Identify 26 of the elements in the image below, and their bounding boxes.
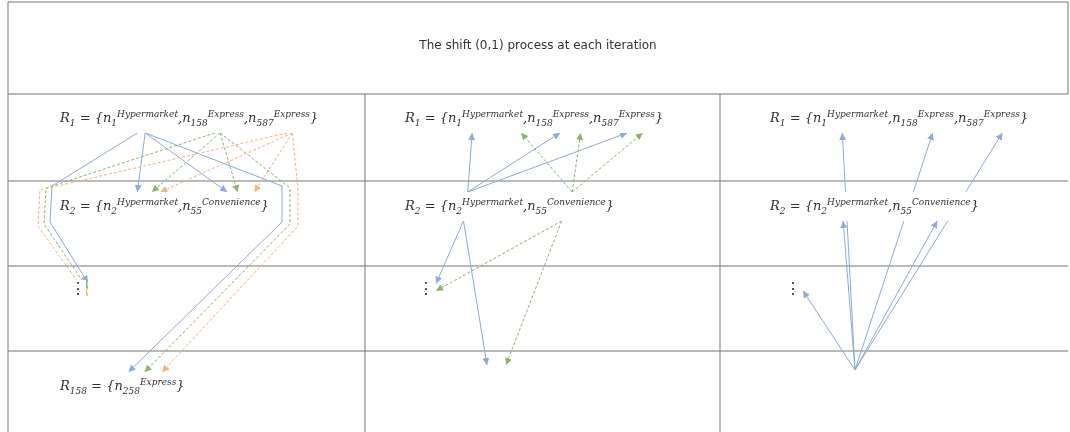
arrow <box>467 132 628 193</box>
arrow <box>802 290 856 371</box>
arrow <box>219 132 239 193</box>
set-formula: R$_{2}$ = {n$_{2}$$^{Hypermarket}$,n$_{55}$$^{Convenience}$} <box>405 192 614 221</box>
arrow <box>840 220 856 371</box>
arrow <box>43 132 216 290</box>
arrow <box>49 132 138 284</box>
title-text: The shift (0,1) process at each iteration <box>418 38 658 52</box>
arrow <box>161 132 299 373</box>
arrow <box>134 132 146 193</box>
arrow <box>253 132 293 193</box>
set-formula: R$_{2}$ = {n$_{2}$$^{Hypermarket}$,n$_{55}$$^{Convenience}$} <box>770 192 979 221</box>
arrow <box>505 220 563 366</box>
arrow <box>467 132 476 193</box>
arrow <box>463 220 490 366</box>
arrow <box>571 132 644 193</box>
arrow <box>159 132 293 193</box>
arrow <box>37 132 288 297</box>
arrow <box>151 132 221 193</box>
arrow <box>435 220 464 285</box>
arrow <box>854 220 938 371</box>
arrow <box>520 132 573 193</box>
arrow <box>144 132 228 193</box>
arrow <box>435 220 563 292</box>
arrow <box>467 132 561 193</box>
arrow <box>571 132 584 193</box>
